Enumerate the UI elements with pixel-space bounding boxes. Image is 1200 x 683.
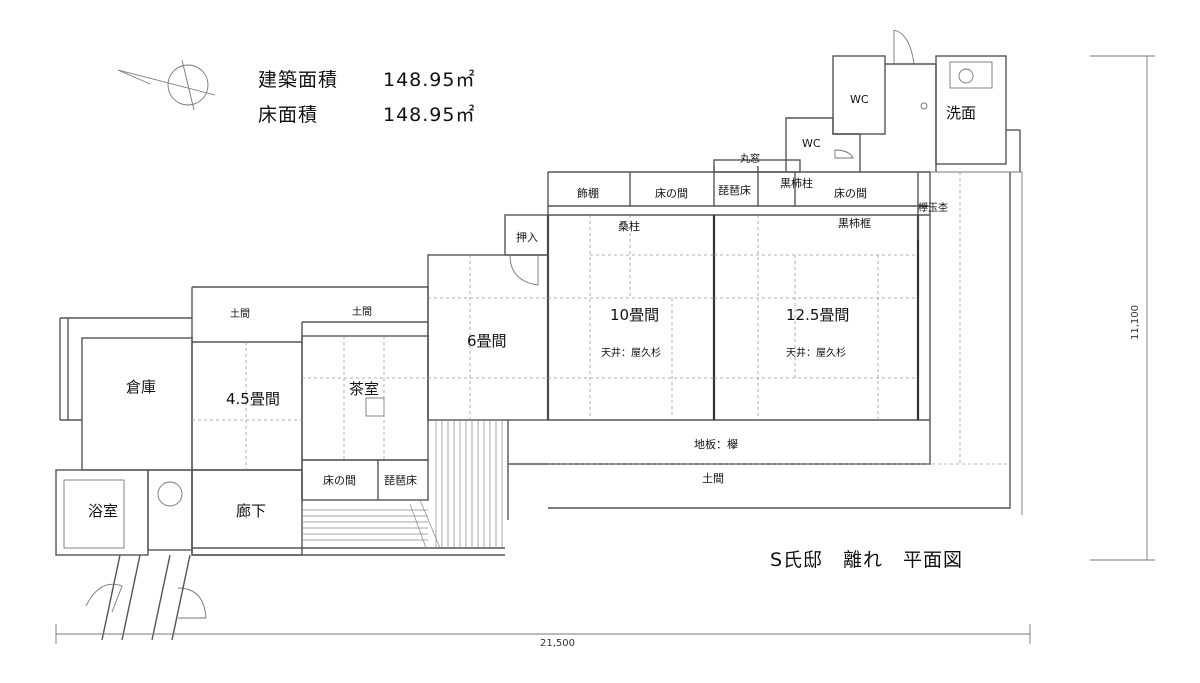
biwadoko1-label: 琵琶床: [718, 183, 751, 197]
jujo-label: 10畳間: [610, 306, 659, 324]
doma1-label: 土間: [230, 307, 250, 320]
keyaki-tama-label: 欅玉杢: [918, 201, 948, 214]
kurogakikamachi-label: 黒柿框: [838, 216, 871, 230]
floor-area-value: 148.95㎡: [383, 103, 475, 126]
wc1-label: WC: [850, 93, 869, 106]
kuwabashira-label: 桑柱: [618, 219, 640, 233]
tokonoma1-label: 床の間: [655, 186, 688, 200]
walls: [55, 29, 1023, 641]
jujo-ceiling-label: 天井：屋久杉: [601, 346, 661, 359]
yokushitsu-label: 浴室: [88, 502, 118, 520]
dimension-lines: [55, 55, 1155, 644]
building-area-value: 148.95㎡: [383, 68, 475, 91]
width-dimension: 21,500: [540, 638, 575, 649]
doma2-label: 土間: [352, 305, 372, 318]
floor-area-label: 床面積: [258, 104, 318, 126]
tokonoma2-label: 床の間: [834, 186, 867, 200]
souko-label: 倉庫: [126, 378, 156, 396]
chashitsu-label: 茶室: [349, 380, 379, 398]
senmen-label: 洗面: [946, 104, 976, 122]
depth-dimension: 11,100: [1130, 305, 1141, 340]
rouka-label: 廊下: [236, 502, 266, 520]
tatami-lines: [192, 172, 1010, 470]
oshiire-label: 押入: [516, 230, 538, 244]
wc2-label: WC: [802, 137, 821, 150]
room-labels: WC WC 洗面 丸窓 飾棚 床の間 琵琶床 黒柿柱 床の間 欅玉杢 押入 桑柱…: [88, 93, 976, 520]
building-area-label: 建築面積: [258, 69, 338, 91]
marumado-label: 丸窓: [740, 152, 760, 165]
kazaridana-label: 飾棚: [577, 186, 599, 200]
junigojo-ceiling-label: 天井：屋久杉: [786, 346, 846, 359]
junigojo-label: 12.5畳間: [786, 306, 849, 324]
drawing-title: S氏邸 離れ 平面図: [770, 549, 963, 571]
doma3-label: 土間: [702, 472, 724, 485]
tokonoma3-label: 床の間: [323, 473, 356, 487]
rokujo-label: 6畳間: [467, 332, 507, 350]
yongojo-label: 4.5畳間: [226, 390, 280, 408]
kurogakibashira-label: 黒柿柱: [780, 176, 813, 190]
deck-hatching: [302, 420, 503, 549]
jiita-label: 地板：欅: [694, 437, 738, 451]
north-arrow-icon: [117, 59, 216, 111]
biwadoko2-label: 琵琶床: [384, 473, 417, 487]
